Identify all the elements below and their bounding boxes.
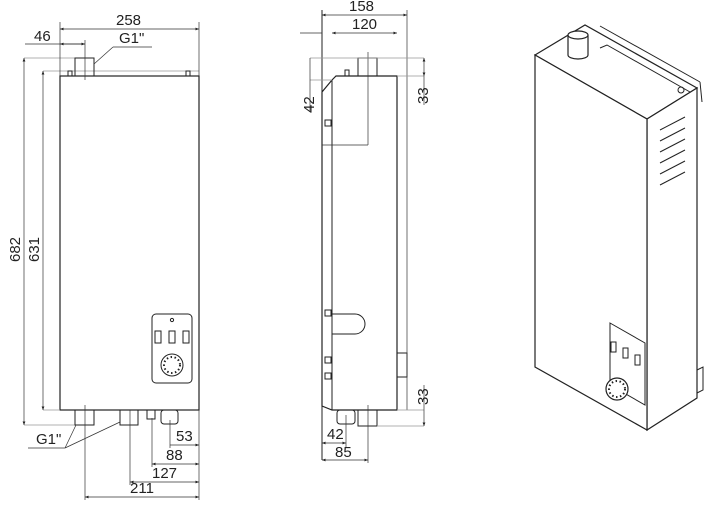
dim-42-top: 42 [301, 96, 318, 113]
dim-53: 53 [176, 428, 193, 445]
top-pipe [74, 57, 95, 77]
dim-46: 46 [34, 28, 51, 45]
dim-127: 127 [152, 465, 177, 482]
front-view: 258 46 G1" 682 631 [7, 12, 200, 500]
dim-85: 85 [335, 444, 352, 461]
thermostat-knob [160, 353, 184, 377]
dim-33-bottom: 33 [415, 388, 432, 405]
thread-label-bottom: G1" [36, 431, 61, 448]
bottom-pipe-outlet [74, 409, 95, 426]
dim-88: 88 [166, 447, 183, 464]
dim-33-top: 33 [415, 87, 432, 104]
side-view: 158 120 42 33 33 42 85 [300, 0, 432, 463]
side-top-pipe [357, 57, 378, 77]
mounting-handle [332, 313, 366, 335]
dim-158: 158 [349, 0, 374, 15]
thread-label-top: G1" [119, 30, 144, 47]
dim-258: 258 [116, 12, 141, 29]
dim-42-bottom: 42 [327, 426, 344, 443]
control-panel [151, 313, 193, 384]
side-knob [396, 352, 408, 378]
iso-vent-louvers [659, 116, 686, 186]
iso-control-panel [609, 322, 646, 406]
dim-682: 682 [7, 237, 24, 262]
iso-pipe [567, 30, 589, 60]
dim-120: 120 [352, 16, 377, 33]
cable-gland-large [160, 409, 179, 425]
iso-front-face [534, 53, 648, 432]
iso-thermostat-knob [605, 377, 629, 401]
dim-211: 211 [130, 480, 154, 497]
isometric-view [533, 24, 704, 432]
cable-gland-small [146, 409, 156, 420]
side-body [321, 75, 398, 411]
iso-side-face [646, 86, 698, 432]
bottom-pipe-inlet [119, 409, 139, 426]
dim-631: 631 [26, 237, 43, 262]
